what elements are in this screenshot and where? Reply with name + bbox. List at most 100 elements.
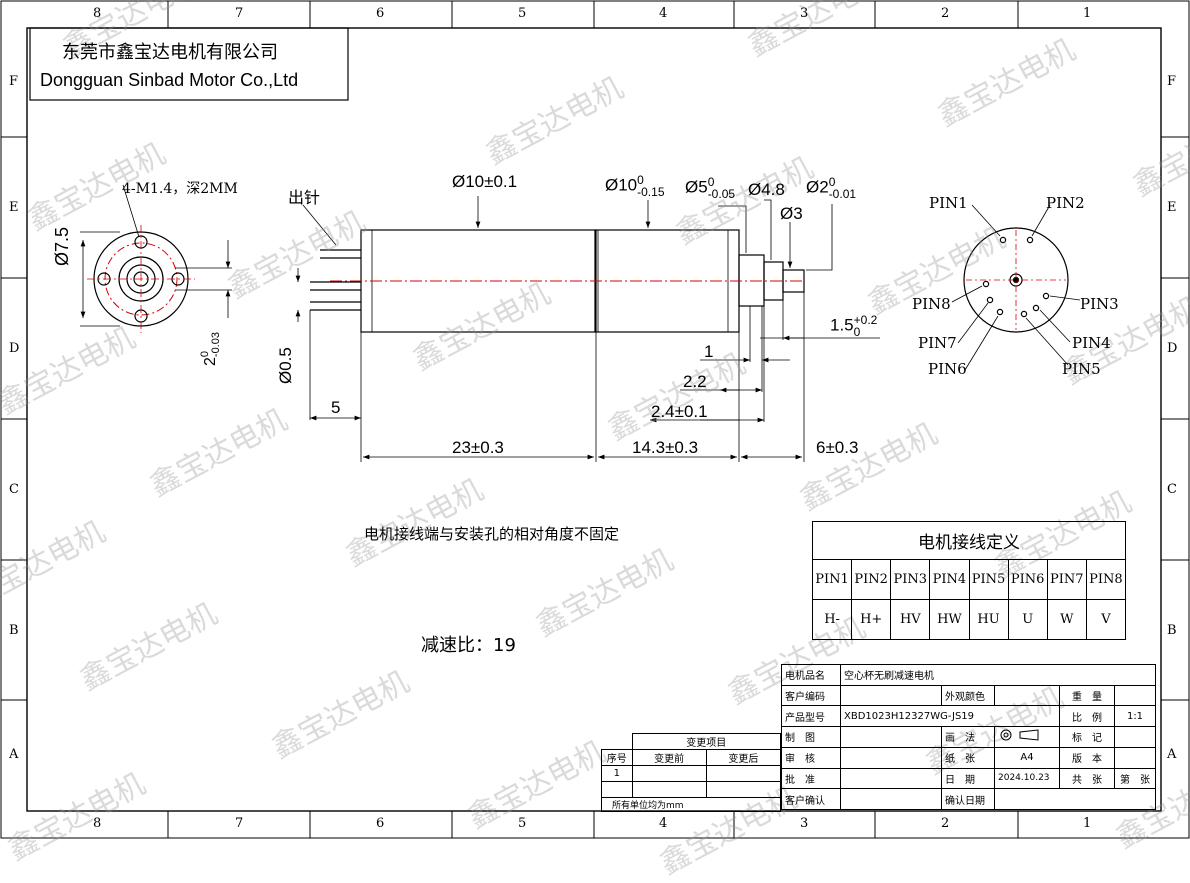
tb-color <box>994 684 1060 707</box>
pin6-label: PIN6 <box>928 360 967 378</box>
dim-dia3: Ø3 <box>780 204 803 223</box>
tb-model-label: 产品型号 <box>781 705 841 728</box>
pin-table-cell: HV <box>890 599 931 640</box>
zone-row-A-right: A <box>1167 747 1177 762</box>
zone-col-3-bottom: 3 <box>800 816 809 831</box>
pin5-label: PIN5 <box>1062 360 1101 378</box>
side-view-motor <box>295 196 880 462</box>
tb-confirm-date <box>994 788 1156 810</box>
pin-table-title: 电机接线定义 <box>812 521 1126 560</box>
tb-weight <box>1114 684 1156 707</box>
zone-row-F: F <box>9 74 19 89</box>
change-table: 变更项目 序号 变更前 变更后 1 所有单位均为mm <box>601 733 782 812</box>
front-view <box>80 184 232 333</box>
zone-col-8-bottom: 8 <box>93 816 102 831</box>
dim-dia10-gear-tol-dn: -0.15 <box>637 185 665 199</box>
dim-dia5-value: Ø5 <box>685 177 708 197</box>
dim-dia2-tol-dn: -0.01 <box>828 187 857 201</box>
tb-customer-code <box>840 684 942 707</box>
company-name-cn: 东莞市鑫宝达电机有限公司 <box>62 42 278 63</box>
tb-weight-label: 重 量 <box>1059 684 1115 707</box>
tb-mark-label: 标 记 <box>1059 726 1115 748</box>
zone-row-C-right: C <box>1167 482 1177 497</box>
zone-row-C: C <box>9 482 19 497</box>
pin-table-header: PIN6 <box>1007 559 1048 600</box>
dim-dia2-value: Ø2 <box>806 177 829 197</box>
zone-col-1: 1 <box>1083 6 1092 21</box>
dim-dia10-gear-tol: 0-0.15 <box>637 174 664 198</box>
tb-color-label: 外观颜色 <box>941 684 995 707</box>
tb-version <box>1114 746 1156 769</box>
tb-projection-symbol <box>994 726 1060 748</box>
tb-check-label: 审 核 <box>781 746 841 769</box>
tb-product-name-label: 电机品名 <box>781 664 841 686</box>
tb-version-label: 版 本 <box>1059 746 1115 769</box>
reduction-ratio: 减速比：19 <box>421 631 516 657</box>
tb-projection-label: 画 法 <box>941 726 995 748</box>
dim-len1: 1 <box>704 342 714 361</box>
zone-col-6-bottom: 6 <box>376 816 385 831</box>
dim-dia4-8: Ø4.8 <box>748 180 785 199</box>
company-name-en: Dongguan Sinbad Motor Co.,Ltd <box>40 70 299 90</box>
change-row1-after <box>705 765 782 782</box>
tb-product-name: 空心杯无刷减速电机 <box>840 664 1156 686</box>
projection-symbol-icon <box>1000 729 1039 742</box>
dim-len1-5-value: 1.5 <box>830 315 854 335</box>
zone-col-7-bottom: 7 <box>235 816 244 831</box>
pin-table-header: PIN1 <box>811 559 853 600</box>
zone-row-D-right: D <box>1167 341 1178 356</box>
dim-dia0-5: Ø0.5 <box>276 347 295 384</box>
tb-approve-label: 批 准 <box>781 767 841 790</box>
tb-customer-confirm-label: 客户确认 <box>781 788 841 810</box>
zone-row-F-right: F <box>1167 74 1177 89</box>
pins-out-callout: 出针 <box>288 188 321 207</box>
zone-col-2: 2 <box>941 6 950 21</box>
tb-scale-label: 比 例 <box>1059 705 1115 728</box>
zone-row-B: B <box>9 623 19 638</box>
tb-scale: 1:1 <box>1114 705 1156 728</box>
unit-note: 所有单位均为mm <box>601 797 781 812</box>
tb-sheet-label: 第 张 <box>1114 767 1156 790</box>
dim-len14-3: 14.3±0.3 <box>632 438 699 457</box>
pin1-label: PIN1 <box>929 194 968 212</box>
change-table-title: 变更项目 <box>631 733 781 750</box>
dim-dia2-tol: 0-0.01 <box>829 176 856 200</box>
zone-row-B-right: B <box>1167 623 1177 638</box>
reduction-ratio-value: 19 <box>493 635 516 656</box>
zone-col-1-bottom: 1 <box>1083 816 1092 831</box>
tb-paper: A4 <box>994 746 1060 769</box>
technical-drawing <box>0 0 1190 839</box>
dim-dia5-tol-up: 0 <box>707 175 715 189</box>
dim-flange-2-tol: 0-0.03 <box>199 332 222 358</box>
zone-row-E-right: E <box>1167 200 1177 215</box>
change-row1-before <box>631 765 707 782</box>
pin-table-header: PIN3 <box>890 559 931 600</box>
zone-col-5-bottom: 5 <box>518 816 527 831</box>
change-row2-after <box>705 781 782 798</box>
change-col-after: 变更后 <box>705 749 782 766</box>
dim-dia5-tol: 0-0.05 <box>708 176 735 200</box>
zone-row-A: A <box>9 747 19 762</box>
zone-col-7: 7 <box>235 6 244 21</box>
tb-mark <box>1114 726 1156 748</box>
tb-date: 2024.10.23 <box>994 767 1060 790</box>
change-row2-before <box>631 781 707 798</box>
zone-row-D: D <box>9 341 20 356</box>
change-col-no: 序号 <box>601 749 633 766</box>
pin-definition-table: 电机接线定义 PIN1 PIN2 PIN3 PIN4 PIN5 PIN6 PIN… <box>811 521 1127 640</box>
zone-col-3: 3 <box>800 6 809 21</box>
pin8-label: PIN8 <box>912 295 951 313</box>
mount-holes-callout: 4-M1.4，深2MM <box>122 181 238 197</box>
reduction-ratio-label: 减速比： <box>421 635 493 656</box>
pin-table-header: PIN5 <box>968 559 1009 600</box>
change-row2-no <box>601 781 633 798</box>
tb-model: XBD1023H12327WG-JS19 <box>840 705 1060 728</box>
pin-table-cell: U <box>1007 599 1048 640</box>
dim-dia5-tol-dn: -0.05 <box>707 187 736 201</box>
dim-flange-2-tol-dn: -0.03 <box>210 332 222 358</box>
